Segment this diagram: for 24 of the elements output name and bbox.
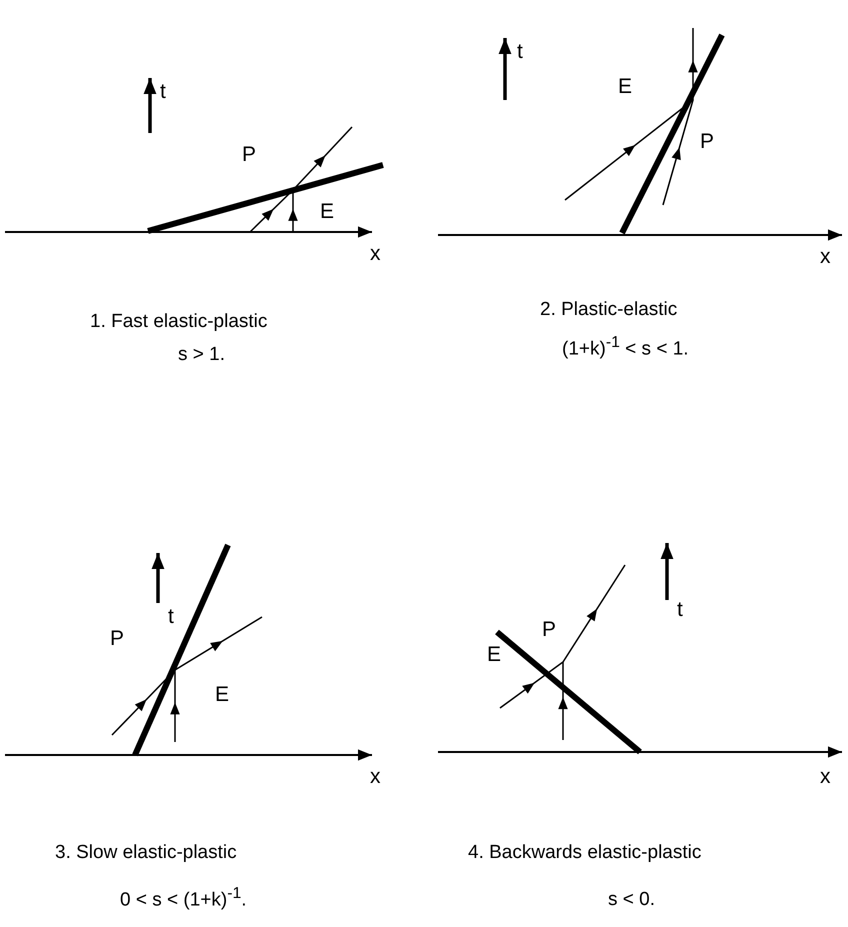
axis-label: x xyxy=(370,765,380,788)
axis-label: x xyxy=(820,245,830,268)
panel-caption: 1. Fast elastic-plastic xyxy=(90,312,268,333)
condition-text: (1+k)$^{-1}$ < s < 1. xyxy=(562,334,689,360)
axis-label: t xyxy=(168,605,174,628)
axis-label: x xyxy=(820,765,830,788)
region-label: P xyxy=(110,627,124,650)
panel-caption: 4. Backwards elastic-plastic xyxy=(468,843,702,864)
region-label: E xyxy=(618,75,632,98)
axis-label: t xyxy=(677,598,683,622)
region-label: E xyxy=(215,683,230,706)
axis-label: t xyxy=(517,40,523,64)
axis-label: t xyxy=(160,80,166,104)
region-label: E xyxy=(320,200,334,224)
region-label: P xyxy=(700,130,714,154)
panel-caption: 3. Slow elastic-plastic xyxy=(55,843,237,864)
condition-text: 0 < s < (1+k)$^{-1}$. xyxy=(120,885,247,912)
panel-caption: 2. Plastic-elastic xyxy=(540,300,678,321)
condition-text: s < 0. xyxy=(608,890,655,911)
region-label: P xyxy=(542,618,556,642)
region-label: P xyxy=(242,143,256,166)
axis-label: x xyxy=(370,242,380,266)
condition-text: s > 1. xyxy=(178,345,225,366)
region-label: E xyxy=(487,643,502,666)
